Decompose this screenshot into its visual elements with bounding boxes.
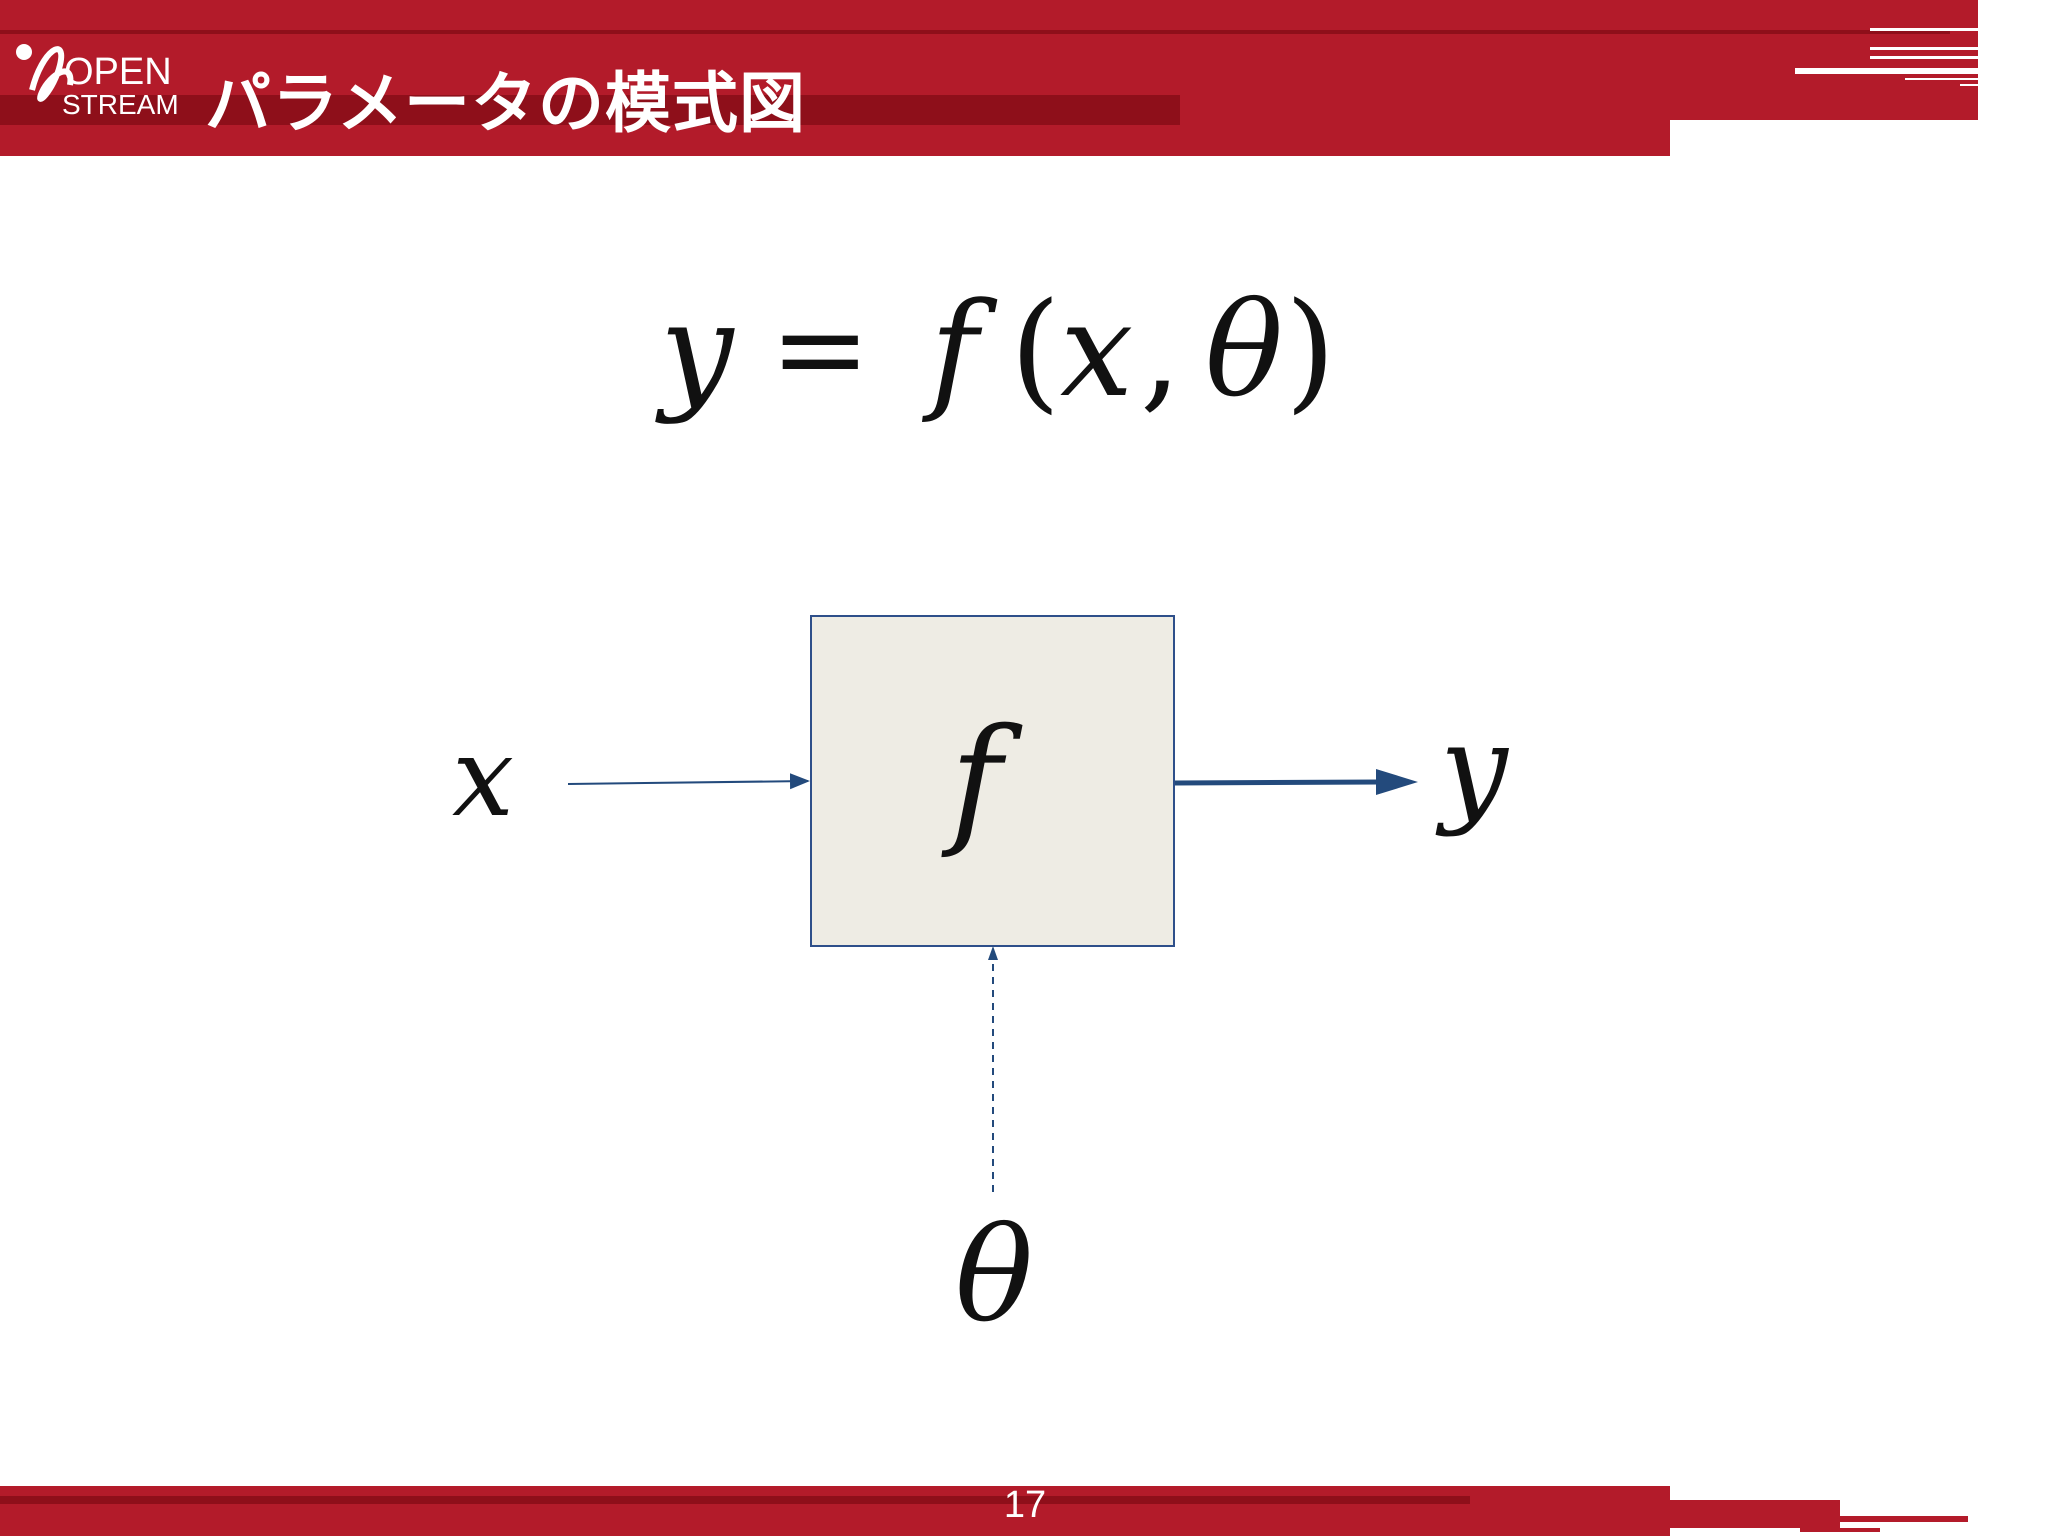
header-dark-band — [0, 95, 1180, 125]
equation-comma: , — [1140, 274, 1181, 426]
openstream-logo: OPEN STREAM — [16, 44, 179, 120]
input-arrow — [567, 773, 810, 790]
equation: y = f ( x , θ ) — [655, 274, 1336, 426]
logo-swoosh — [29, 46, 74, 102]
equation-close-paren: ) — [1285, 274, 1336, 426]
equation-arg1: x — [1060, 274, 1133, 426]
header-band — [0, 0, 2048, 170]
output-arrow-shaft — [1174, 779, 1381, 786]
slide-title: パラメータの模式図 — [205, 65, 807, 142]
equation-open-paren: ( — [1010, 274, 1061, 426]
equation-lhs: y — [655, 274, 735, 426]
page-number: 17 — [1003, 1484, 1047, 1526]
equation-arg2: θ — [1205, 274, 1283, 426]
footer-band — [0, 1486, 1968, 1536]
parameter-arrowhead — [988, 946, 998, 960]
output-label: y — [1435, 700, 1510, 839]
header-red-band — [0, 0, 1978, 156]
logo-dot — [16, 44, 32, 60]
equation-equals: = — [770, 280, 871, 419]
logo-text-open: OPEN — [64, 51, 172, 93]
input-label: x — [452, 713, 514, 841]
function-box — [810, 615, 1175, 947]
logo-text-stream: STREAM — [62, 89, 179, 120]
output-arrowhead — [1376, 769, 1418, 795]
footer-red-band — [0, 1486, 1670, 1536]
parameter-label: θ — [955, 1199, 1033, 1351]
